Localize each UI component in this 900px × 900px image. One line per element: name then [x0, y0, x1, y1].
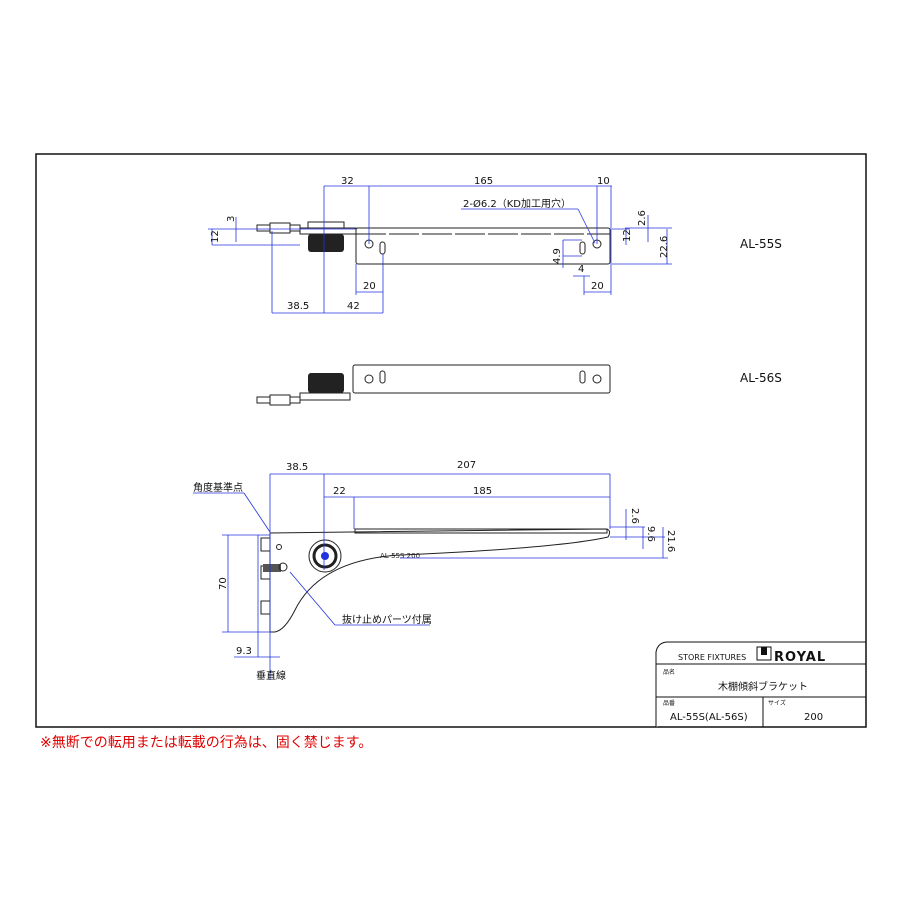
slot: [379, 241, 386, 255]
vertical-line-label: 垂直線: [256, 669, 286, 682]
dim-20b: 20: [591, 281, 604, 292]
ref-point-label: 角度基準点: [193, 481, 243, 494]
dim-9-6: 9.6: [645, 526, 656, 542]
model-label-al55s: AL-55S: [740, 237, 782, 251]
bar: [355, 227, 611, 265]
dim-4-9: 4.9: [552, 248, 563, 264]
dim-185: 185: [473, 486, 492, 497]
dim-2-6: 2.6: [637, 210, 648, 226]
part-note: 抜け止めパーツ付属: [342, 613, 432, 626]
stamp: AL-55S 200: [380, 552, 420, 560]
size-value: 200: [804, 712, 823, 723]
company-tag: STORE FIXTURES: [678, 653, 746, 662]
bar: [352, 364, 611, 394]
dim-4: 4: [578, 264, 584, 275]
dim-21-6: 21.6: [665, 530, 676, 552]
side-view: AL-55S 200 38.5 207 22 185 2.6 9.6 21.6 …: [193, 460, 676, 682]
dim-10: 10: [597, 176, 610, 187]
top-view-al55s: 32 165 10 3 12 2.6 12 22.6 4.9 4 20 20 3…: [208, 176, 782, 314]
dim-12b: 12: [622, 229, 633, 242]
sheet-border: [35, 153, 867, 728]
brand-logo: ROYAL: [774, 650, 826, 665]
part-number: AL-55S(AL-56S): [670, 712, 748, 723]
dim-42: 42: [347, 301, 360, 312]
part-label: 品番: [663, 700, 675, 707]
model-label-al56s: AL-56S: [740, 371, 782, 385]
name-label: 品名: [663, 668, 675, 676]
dim-12: 12: [210, 230, 221, 243]
knob: [308, 373, 344, 393]
knob: [308, 234, 344, 252]
dim-9-3: 9.3: [236, 646, 252, 657]
dim-38-5: 38.5: [287, 301, 309, 312]
dim-38-5: 38.5: [286, 462, 308, 473]
copyright-warning: ※無断での転用または転載の行為は、固く禁じます。: [40, 735, 373, 751]
product-name: 木棚傾斜ブラケット: [718, 680, 808, 693]
dim-165: 165: [474, 176, 493, 187]
dim-32: 32: [341, 176, 354, 187]
title-block: STORE FIXTURES ROYAL 品名 木棚傾斜ブラケット 品番 AL-…: [655, 641, 866, 727]
top-view-al56s: AL-56S: [256, 364, 782, 406]
dim-207: 207: [457, 460, 476, 471]
tip-collar: [269, 222, 291, 234]
dim-22: 22: [333, 486, 346, 497]
slot: [579, 241, 586, 255]
size-label: サイズ: [768, 699, 786, 707]
dim-20: 20: [363, 281, 376, 292]
dim-3: 3: [226, 216, 237, 222]
hole-note: 2-Ø6.2（KD加工用穴）: [463, 197, 571, 210]
dim-70: 70: [218, 577, 229, 590]
dim-2-6: 2.6: [629, 508, 640, 524]
dim-22-6: 22.6: [659, 236, 670, 258]
